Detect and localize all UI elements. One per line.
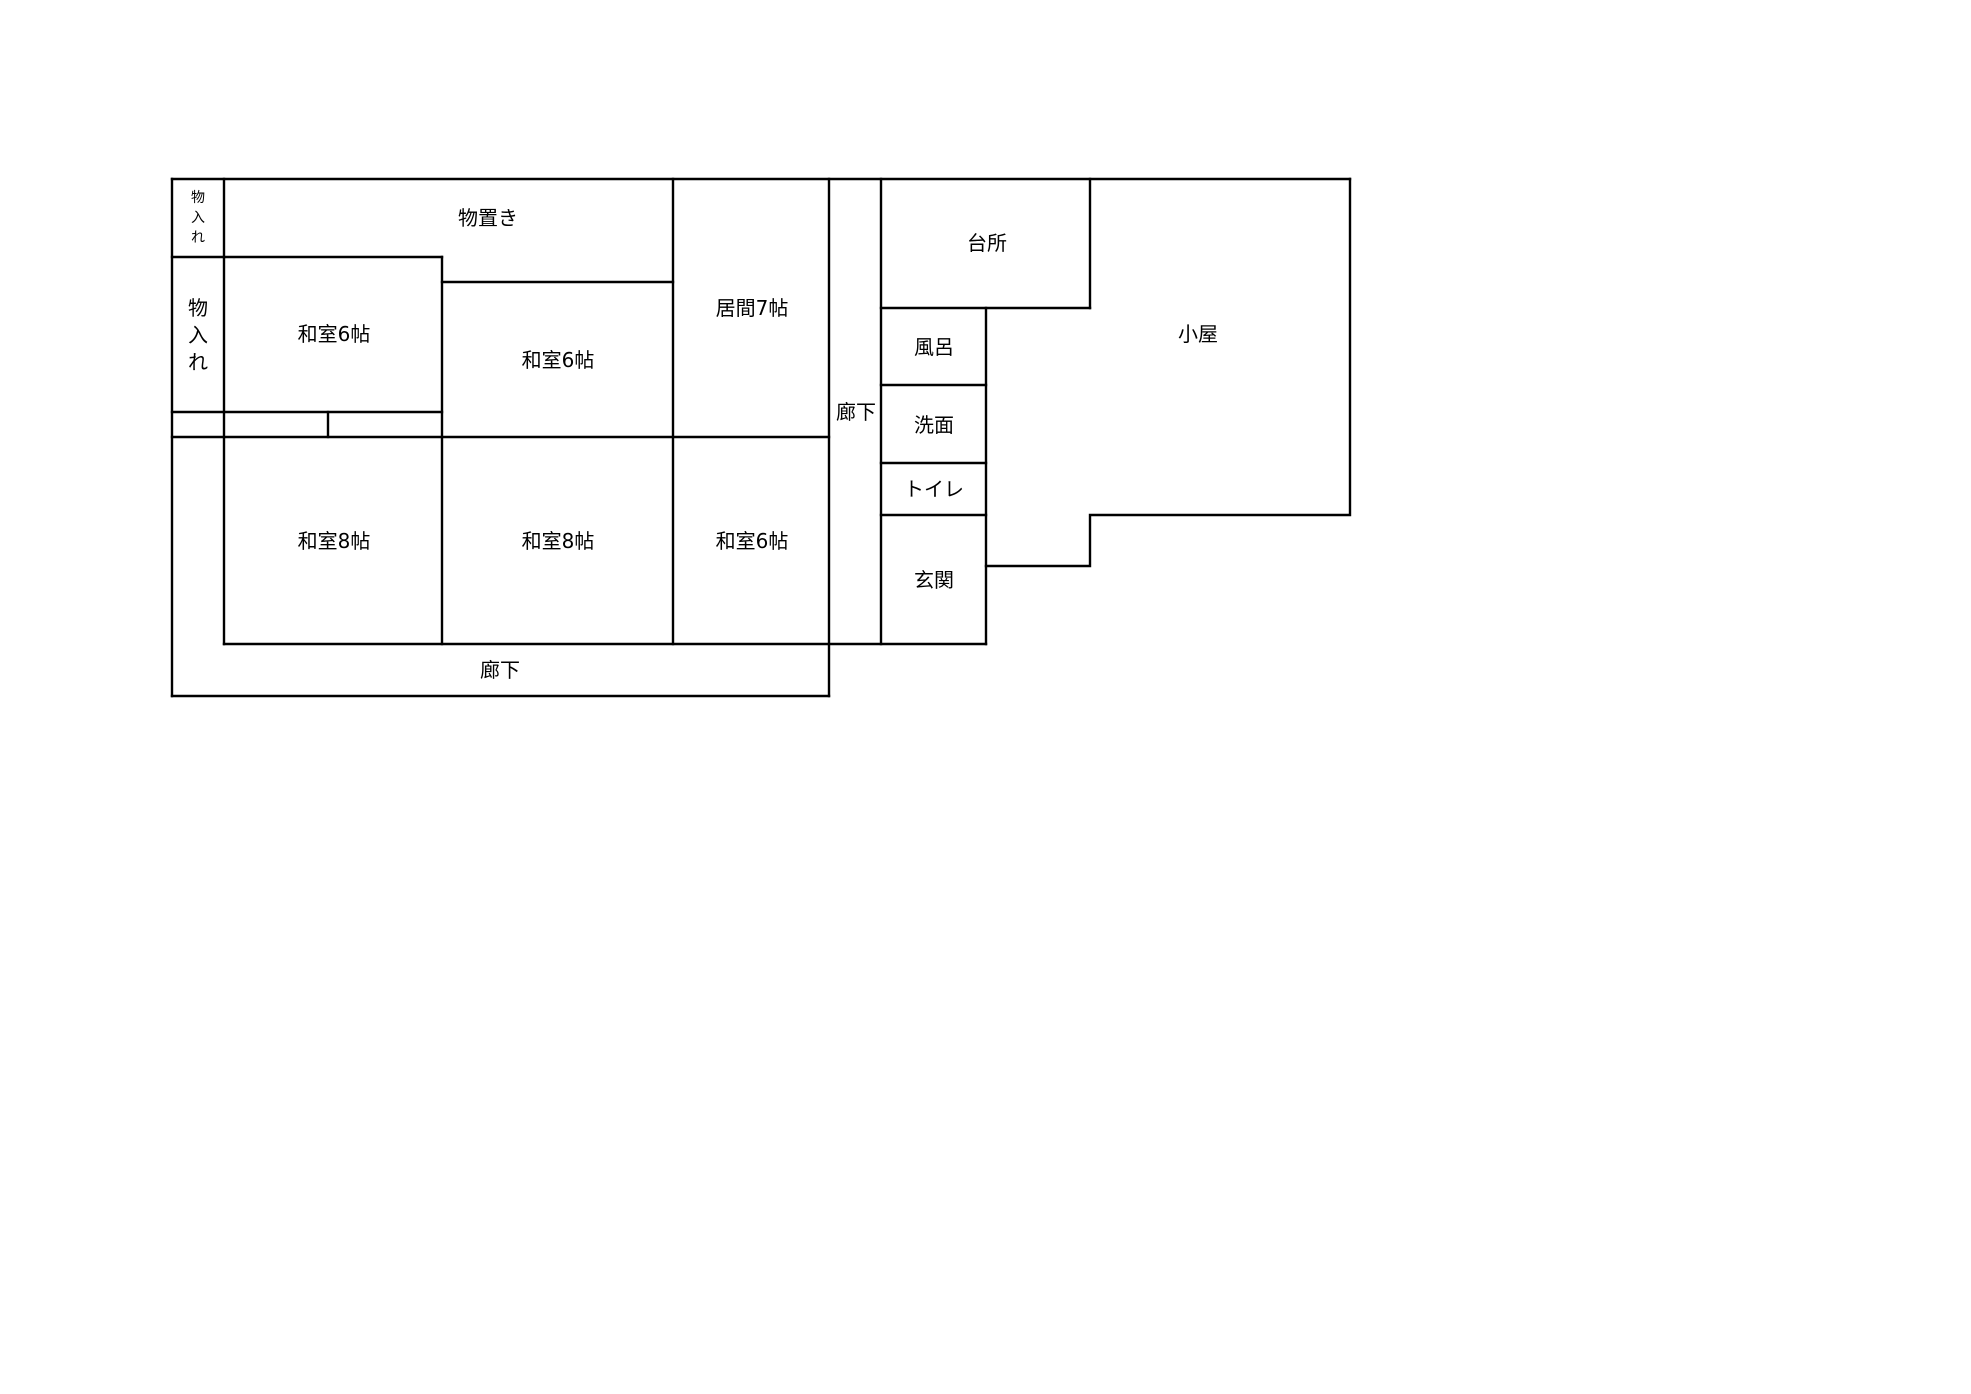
label-storage-small-2: 入: [191, 210, 205, 226]
label-washitsu-6-b: 和室6帖: [522, 348, 595, 372]
label-storage-closet-1: 物: [188, 296, 208, 320]
label-entrance: 玄関: [914, 568, 954, 592]
label-toilet: トイレ: [904, 477, 964, 501]
label-storage-closet-3: れ: [188, 350, 208, 374]
label-hut: 小屋: [1178, 322, 1218, 346]
label-hallway-horizontal: 廊下: [480, 658, 520, 682]
label-storage-small-3: れ: [191, 230, 205, 246]
label-washroom: 洗面: [914, 413, 954, 437]
label-kitchen: 台所: [967, 231, 1007, 255]
wall: [984, 177, 1352, 568]
room-labels: 物 入 れ 物置き 物 入 れ 和室6帖 和室6帖 居間7帖 廊下 台所 風呂 …: [188, 190, 1218, 682]
label-washitsu-8-a: 和室8帖: [298, 529, 371, 553]
walls: [170, 177, 1352, 698]
label-living-7: 居間7帖: [716, 296, 789, 320]
label-storage-small-1: 物: [191, 190, 205, 206]
label-storage-room: 物置き: [458, 206, 518, 230]
label-washitsu-6-c: 和室6帖: [716, 529, 789, 553]
label-hallway-vertical: 廊下: [836, 400, 876, 424]
label-storage-closet-2: 入: [188, 323, 208, 347]
label-washitsu-6-a: 和室6帖: [298, 322, 371, 346]
label-bath: 風呂: [914, 335, 954, 359]
label-washitsu-8-b: 和室8帖: [522, 529, 595, 553]
